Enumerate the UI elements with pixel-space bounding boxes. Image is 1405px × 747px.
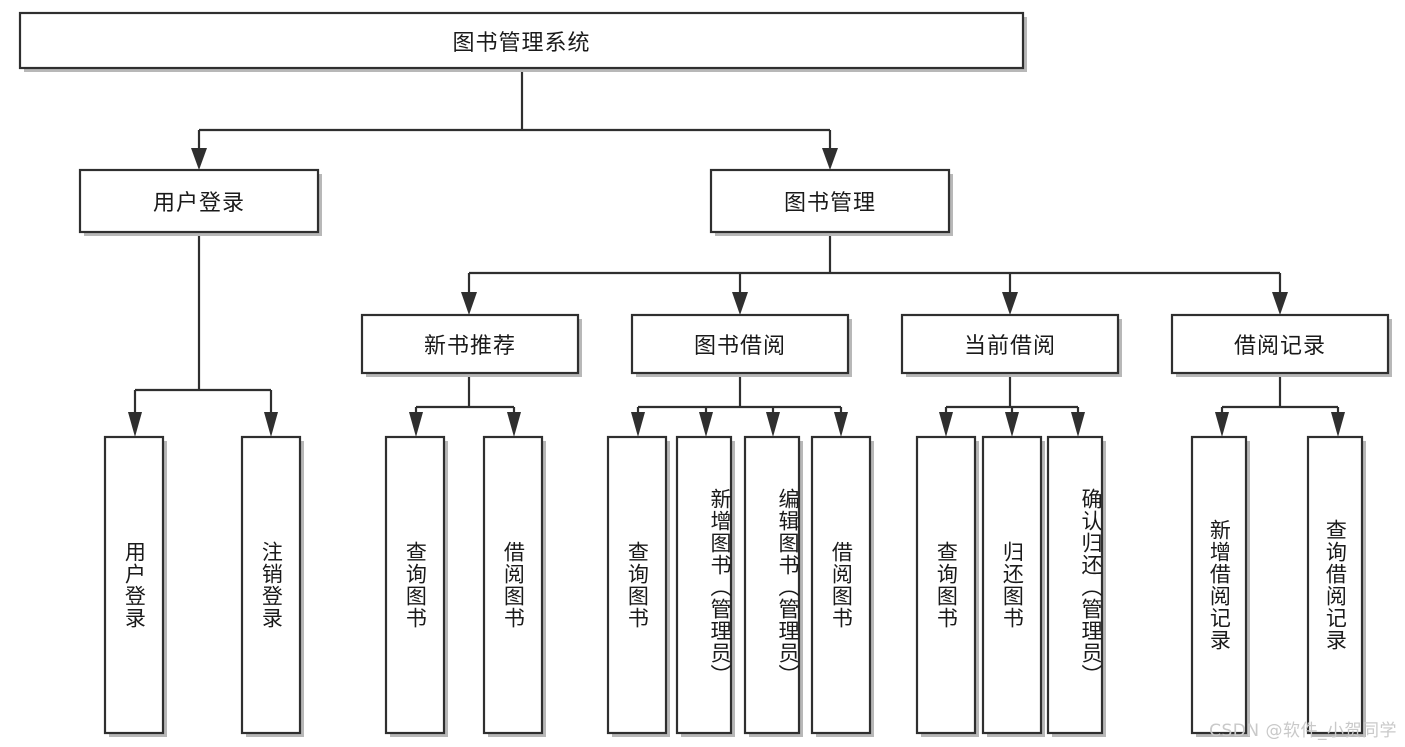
node-leaf-logout[interactable] bbox=[240, 435, 302, 735]
node-new-book-rec[interactable] bbox=[360, 313, 580, 375]
node-leaf-add-record[interactable] bbox=[1190, 435, 1248, 735]
connector-layer bbox=[128, 68, 1345, 437]
arrowhead-book-borrow bbox=[732, 292, 748, 315]
node-leaf-query-record[interactable] bbox=[1306, 435, 1364, 735]
node-leaf-add-book[interactable] bbox=[675, 435, 733, 735]
node-leaf-query-book-3[interactable] bbox=[915, 435, 977, 735]
arrowhead-user-login bbox=[191, 148, 207, 170]
node-leaf-query-book-1[interactable] bbox=[384, 435, 446, 735]
arrowhead-leaf-return-book bbox=[1005, 412, 1019, 437]
node-user-login[interactable] bbox=[78, 168, 320, 234]
node-leaf-user-login[interactable] bbox=[103, 435, 165, 735]
node-leaf-confirm-return[interactable] bbox=[1046, 435, 1104, 735]
arrowhead-book-manage bbox=[822, 148, 838, 170]
node-book-manage[interactable] bbox=[709, 168, 951, 234]
arrowhead-leaf-borrow-book-2 bbox=[834, 412, 848, 437]
arrowhead-leaf-add-record bbox=[1215, 412, 1229, 437]
arrowhead-current-borrow bbox=[1002, 292, 1018, 315]
node-leaf-borrow-book-2[interactable] bbox=[810, 435, 872, 735]
node-borrow-record[interactable] bbox=[1170, 313, 1390, 375]
arrowhead-leaf-confirm-return bbox=[1071, 412, 1085, 437]
node-layer bbox=[18, 11, 1392, 737]
arrowhead-leaf-query-record bbox=[1331, 412, 1345, 437]
node-root[interactable] bbox=[18, 11, 1025, 70]
watermark-text: CSDN @软件_小贺同学 bbox=[1209, 721, 1397, 741]
node-leaf-query-book-2[interactable] bbox=[606, 435, 668, 735]
arrowhead-leaf-add-book bbox=[699, 412, 713, 437]
arrowhead-leaf-edit-book bbox=[766, 412, 780, 437]
arrowhead-leaf-query-book-3 bbox=[939, 412, 953, 437]
node-leaf-return-book[interactable] bbox=[981, 435, 1043, 735]
arrowhead-new-book-rec bbox=[461, 292, 477, 315]
arrowhead-leaf-query-book-2 bbox=[631, 412, 645, 437]
arrowhead-leaf-query-book-1 bbox=[409, 412, 423, 437]
node-leaf-borrow-book-1[interactable] bbox=[482, 435, 544, 735]
arrowhead-leaf-logout bbox=[264, 412, 278, 437]
arrowhead-leaf-user-login bbox=[128, 412, 142, 437]
node-book-borrow[interactable] bbox=[630, 313, 850, 375]
node-leaf-edit-book[interactable] bbox=[743, 435, 801, 735]
arrowhead-borrow-record bbox=[1272, 292, 1288, 315]
node-current-borrow[interactable] bbox=[900, 313, 1120, 375]
arrowhead-leaf-borrow-book-1 bbox=[507, 412, 521, 437]
